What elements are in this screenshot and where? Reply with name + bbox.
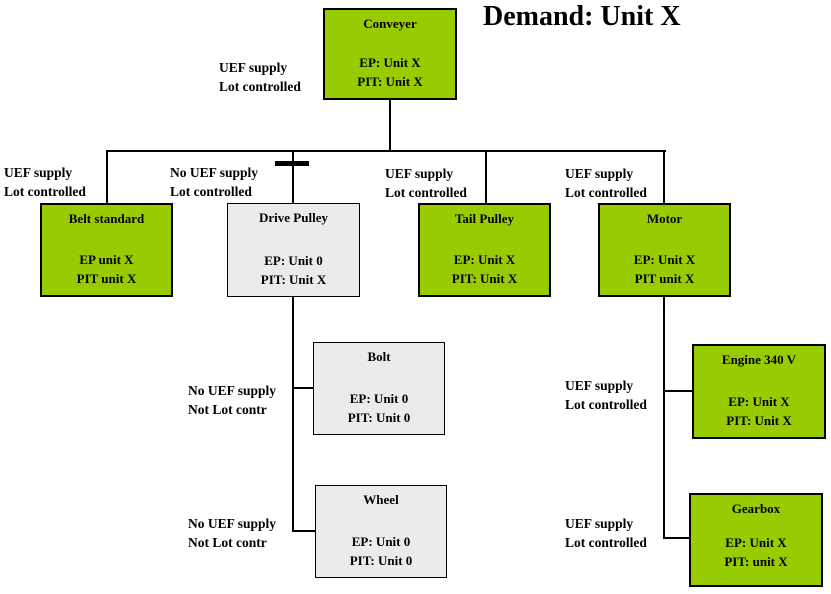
lot-control-label: Lot controlled	[565, 535, 647, 550]
node-ep: EP: Unit 0	[264, 253, 323, 268]
node-gearbox: Gearbox EP: Unit X PIT: unit X	[689, 493, 823, 587]
lot-control-label: Lot controlled	[4, 184, 86, 199]
edge-label-tail-pulley: UEF supply Lot controlled	[385, 164, 467, 202]
supply-type-label: UEF supply	[565, 378, 634, 393]
node-quantities: EP: Unit X PIT: Unit X	[452, 250, 517, 288]
node-wheel: Wheel EP: Unit 0 PIT: Unit 0	[315, 485, 447, 578]
connector-gearbox-stub	[663, 537, 690, 539]
edge-label-gearbox: UEF supply Lot controlled	[565, 514, 647, 552]
connector-rail	[106, 150, 666, 152]
connector-bolt-stub	[292, 387, 314, 389]
lot-control-label: Not Lot contr	[188, 535, 267, 550]
edge-label-wheel: No UEF supply Not Lot contr	[188, 514, 276, 552]
connector-belt-drop	[106, 150, 108, 203]
supply-type-label: No UEF supply	[188, 516, 277, 531]
node-title: Belt standard	[68, 211, 145, 226]
node-drive-pulley: Drive Pulley EP: Unit 0 PIT: Unit X	[227, 203, 360, 297]
node-pit: PIT: Unit X	[260, 272, 327, 287]
connector-motor-drop	[663, 150, 665, 203]
node-quantities: EP: Unit X PIT: Unit X	[726, 392, 791, 430]
edge-label-bolt: No UEF supply Not Lot contr	[188, 381, 276, 419]
connector-drive-pulley-drop	[292, 150, 294, 203]
page-title: Demand: Unit X	[483, 1, 681, 32]
edge-label-drive-pulley: No UEF supply Lot controlled	[170, 163, 258, 201]
edge-label-engine: UEF supply Lot controlled	[565, 376, 647, 414]
node-title: Motor	[646, 211, 683, 226]
node-title: Bolt	[367, 349, 391, 364]
node-pit: PIT: Unit 0	[349, 553, 413, 568]
node-pit: PIT: Unit X	[726, 413, 792, 428]
supply-type-label: No UEF supply	[188, 383, 277, 398]
lot-control-label: Lot controlled	[170, 184, 252, 199]
lot-control-label: Lot controlled	[219, 79, 301, 94]
node-quantities: EP: Unit 0 PIT: Unit 0	[348, 389, 411, 427]
node-pit: PIT: Unit X	[451, 271, 518, 286]
edge-label-conveyer: UEF supply Lot controlled	[219, 58, 301, 96]
connector-tail-pulley-drop	[485, 150, 487, 203]
node-pit: PIT unit X	[76, 271, 137, 286]
connector-motor-trunk	[663, 297, 665, 539]
node-title: Tail Pulley	[454, 211, 515, 226]
node-ep: EP: Unit X	[359, 55, 421, 70]
node-quantities: EP: Unit X PIT: Unit X	[357, 53, 422, 91]
node-motor: Motor EP: Unit X PIT unit X	[598, 203, 731, 297]
connector-conveyer-drop	[389, 100, 391, 151]
node-title: Engine 340 V	[721, 352, 797, 367]
node-title: Conveyer	[363, 16, 417, 31]
edge-label-belt-standard: UEF supply Lot controlled	[4, 163, 86, 201]
node-title: Wheel	[363, 492, 399, 507]
node-ep: EP: Unit X	[728, 394, 790, 409]
node-bolt: Bolt EP: Unit 0 PIT: Unit 0	[313, 342, 445, 435]
edge-label-motor: UEF supply Lot controlled	[565, 164, 647, 202]
node-engine: Engine 340 V EP: Unit X PIT: Unit X	[692, 344, 826, 439]
node-quantities: EP: Unit X PIT: unit X	[724, 533, 787, 571]
node-ep: EP: Unit 0	[349, 391, 409, 406]
node-ep: EP: Unit 0	[351, 534, 411, 549]
node-tail-pulley: Tail Pulley EP: Unit X PIT: Unit X	[418, 203, 551, 297]
node-pit: PIT unit X	[634, 271, 695, 286]
node-ep: EP: Unit X	[725, 535, 787, 550]
supply-type-label: UEF supply	[219, 60, 288, 75]
node-quantities: EP unit X PIT unit X	[77, 250, 137, 288]
node-pit: PIT: Unit 0	[347, 410, 411, 425]
node-quantities: EP: Unit X PIT unit X	[634, 250, 695, 288]
node-quantities: EP: Unit 0 PIT: Unit 0	[350, 532, 413, 570]
connector-wheel-stub	[292, 530, 316, 532]
node-title: Gearbox	[731, 501, 781, 516]
supply-type-label: UEF supply	[4, 165, 73, 180]
lot-control-label: Lot controlled	[385, 185, 467, 200]
phantom-tick-mark	[275, 161, 309, 166]
node-title: Drive Pulley	[259, 210, 328, 225]
connector-drive-pulley-trunk	[292, 297, 294, 532]
node-quantities: EP: Unit 0 PIT: Unit X	[261, 251, 326, 289]
lot-control-label: Lot controlled	[565, 397, 647, 412]
lot-control-label: Not Lot contr	[188, 402, 267, 417]
lot-control-label: Lot controlled	[565, 185, 647, 200]
connector-engine-stub	[663, 390, 693, 392]
supply-type-label: UEF supply	[565, 166, 634, 181]
node-pit: PIT: unit X	[724, 554, 788, 569]
supply-type-label: UEF supply	[565, 516, 634, 531]
node-ep: EP: Unit X	[453, 252, 516, 267]
node-ep: EP unit X	[79, 252, 134, 267]
node-belt-standard: Belt standard EP unit X PIT unit X	[40, 203, 173, 297]
node-pit: PIT: Unit X	[357, 74, 423, 89]
node-conveyer: Conveyer EP: Unit X PIT: Unit X	[323, 8, 457, 100]
supply-type-label: No UEF supply	[170, 165, 259, 180]
supply-type-label: UEF supply	[385, 166, 454, 181]
node-ep: EP: Unit X	[633, 252, 696, 267]
